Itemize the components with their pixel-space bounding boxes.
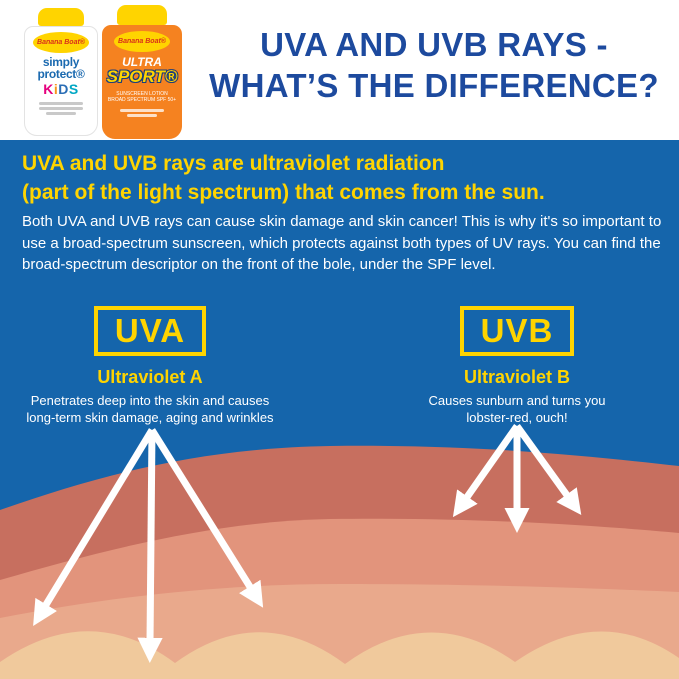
uva-title: Ultraviolet A: [97, 367, 203, 387]
page-title-line1: UVA AND UVB RAYS -: [260, 26, 608, 63]
page-title-line2: WHAT’S THE DIFFERENCE?: [209, 67, 659, 104]
spf-line1: SUNSCREEN LOTION: [116, 91, 168, 97]
kids-letter: S: [68, 81, 79, 97]
spf-text: SUNSCREEN LOTION BROAD SPECTRUM SPF 50+: [102, 91, 182, 103]
banana-boat-logo: Banana Boat®: [114, 31, 170, 52]
bottle-cap: [117, 5, 167, 25]
uva-description: Penetrates deep into the skin and causes…: [26, 393, 274, 425]
uvb-section: UVB Ultraviolet B Causes sunburn and tur…: [387, 306, 647, 426]
uva-arrow-right: [149, 428, 264, 608]
banana-boat-logo: Banana Boat®: [33, 32, 89, 53]
uva-section: UVA Ultraviolet A Penetrates deep into t…: [8, 306, 292, 426]
skin-layer-lower-dermis: [0, 584, 679, 679]
product-name-line2: protect®: [37, 67, 85, 81]
skin-illustration: [0, 423, 679, 679]
uva-ray-arrows: [33, 428, 264, 663]
product-name: simply protect®: [25, 56, 97, 80]
fineprint-bar: [126, 114, 158, 117]
fineprint-bar: [39, 102, 83, 105]
uvb-label-box: UVB: [459, 306, 575, 356]
fineprint-bars: [120, 109, 164, 117]
product-name-line2: SPORT®: [106, 67, 178, 86]
kids-letter: K: [43, 81, 54, 97]
kids-letter: i: [53, 81, 59, 97]
fineprint-bars: [39, 102, 83, 115]
intro-body: Both UVA and UVB rays can cause skin dam…: [22, 213, 662, 273]
uvb-arrow-left: [452, 423, 520, 518]
page-title: UVA AND UVB RAYS - WHAT’S THE DIFFERENCE…: [198, 24, 670, 106]
kids-letter: D: [58, 81, 69, 97]
bottle-ultra-sport: Banana Boat® ULTRA SPORT® SUNSCREEN LOTI…: [102, 5, 182, 139]
product-name-line1: ULTRA: [122, 55, 162, 69]
uva-arrow-middle: [137, 429, 163, 663]
skin-layer-subcutaneous: [0, 631, 679, 679]
uvb-title: Ultraviolet B: [463, 367, 571, 387]
fineprint-bar: [120, 109, 164, 112]
fineprint-bar: [39, 107, 83, 110]
uva-label-box: UVA: [93, 306, 207, 356]
product-bottles: Banana Boat® simply protect® KiDS: [22, 5, 190, 139]
bottle-body: Banana Boat® simply protect® KiDS: [24, 26, 98, 136]
brand-text: Banana Boat®: [118, 38, 166, 45]
kids-wordmark: KiDS: [25, 82, 97, 96]
fineprint-bar: [45, 112, 77, 115]
uvb-arrow-right: [514, 423, 582, 516]
bottle-cap: [38, 8, 84, 26]
bottle-body: Banana Boat® ULTRA SPORT® SUNSCREEN LOTI…: [102, 25, 182, 139]
bottle-simply-protect-kids: Banana Boat® simply protect® KiDS: [24, 8, 98, 136]
uvb-ray-arrows: [452, 423, 582, 533]
uvb-description: Causes sunburn and turns you lobster-red…: [428, 393, 606, 425]
product-name-line1: simply: [42, 55, 80, 69]
uva-arrow-left: [33, 428, 155, 626]
intro-headline-line2: (part of the light spectrum) that comes …: [22, 181, 545, 204]
intro-headline: UVA and UVB rays are ultraviolet radiati…: [22, 149, 652, 207]
intro-headline-line1: UVA and UVB rays are ultraviolet radiati…: [22, 152, 445, 175]
spf-line2: BROAD SPECTRUM SPF 50+: [107, 97, 177, 103]
brand-text: Banana Boat®: [37, 39, 85, 46]
